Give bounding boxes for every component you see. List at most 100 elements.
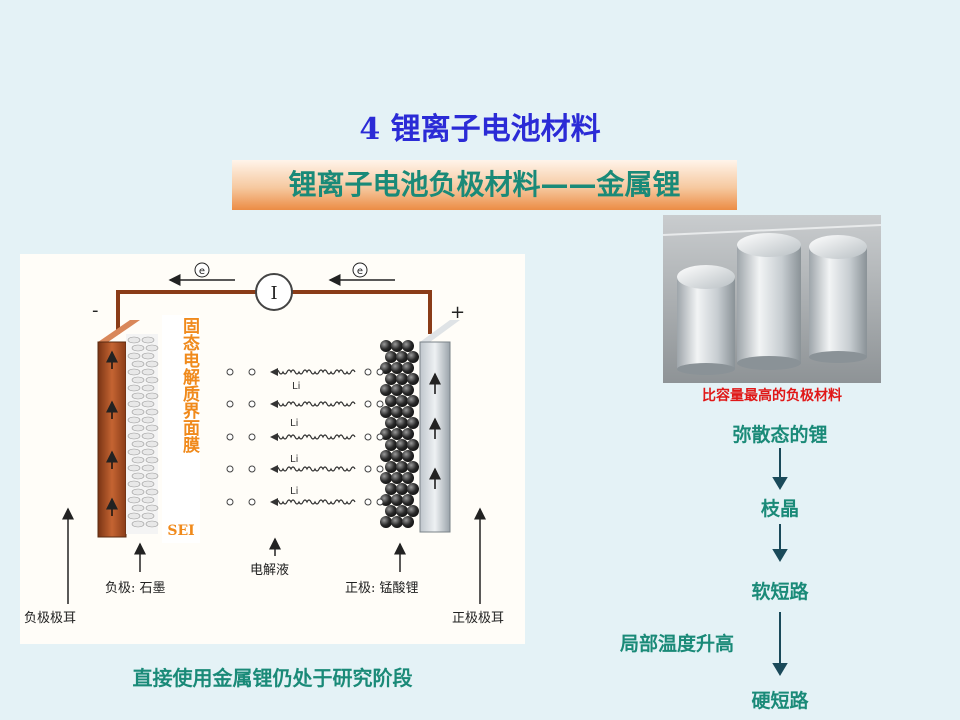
flow-arrows [772,448,788,676]
flow-step-3: 软短路 [751,581,809,603]
ion-dot [376,433,384,441]
cathode-particle [380,340,392,352]
cathode-particle [396,461,408,473]
cathode-particle [380,406,392,418]
ion-path [274,401,356,407]
ion-dot [376,400,384,408]
graphite-flake [131,360,145,368]
positive-sign: + [450,302,465,323]
sei-label-abbrev: SEI [167,523,195,539]
battery-diagram: I e e - + Li Li Li Li 电解液 负极: 石墨 正极: 锰酸锂 [20,254,525,644]
graphite-flake [141,432,155,440]
positive-tab-label: 正极极耳 [452,611,504,626]
cathode-particle [407,483,419,495]
graphite-flake [131,376,145,384]
cathode-particle [402,494,414,506]
cathode-particle [407,373,419,385]
slide-title: 4 锂离子电池材料 [359,112,601,147]
sei-label: 固态电解质界面膜 SEI [162,315,200,543]
cathode-particle [407,351,419,363]
ion-path [274,466,356,472]
graphite-flake [145,392,159,400]
graphite-flake [131,440,145,448]
lithium-ion-flow [226,368,384,506]
flow-step-2: 枝晶 [760,498,799,520]
cathode-particle [391,340,403,352]
ion-dot [248,498,256,506]
ion-dot [376,465,384,473]
ion-dot [248,368,256,376]
cathode-particle [385,483,397,495]
cathode-particle [385,439,397,451]
graphite-flake [127,432,141,440]
cathode-particle [407,461,419,473]
graphite-flake [131,344,145,352]
graphite-flake [141,368,155,376]
ion-dot [226,465,234,473]
ion-arrowhead [270,465,278,473]
ammeter [255,273,293,311]
cathode-particle [407,505,419,517]
cathode-particle [391,472,403,484]
wire-electron-left: e [199,266,205,277]
ion-dot [226,368,234,376]
graphite-flake [131,408,145,416]
cathode-particle [380,384,392,396]
ion-dot [376,368,384,376]
graphite-flake [145,376,159,384]
cathode-particle [396,483,408,495]
wire-electron-right: e [357,266,363,277]
graphite-flake [141,416,155,424]
cathode-particle [391,516,403,528]
cathode-particle [385,417,397,429]
graphite-flake [127,384,141,392]
graphite-flake [145,456,159,464]
negative-sign: - [92,300,99,321]
positive-current-collector [420,320,460,342]
ion-dot [364,465,372,473]
cathode-particle [402,472,414,484]
ion-dot [364,400,372,408]
cathode-particle [402,362,414,374]
ion-path [274,434,356,440]
cathode-particle [385,461,397,473]
graphite-flake [141,384,155,392]
bottom-caption: 直接使用金属锂仍处于研究阶段 [132,666,413,690]
cathode-particle [391,494,403,506]
ion-dot [248,465,256,473]
graphite-flake [145,472,159,480]
graphite-layer [126,334,159,534]
ion-arrowhead [270,498,278,506]
cathode-particle [402,406,414,418]
cathode-particle [396,373,408,385]
ion-arrowhead [270,433,278,441]
lithium-metal-photo [663,215,881,383]
cathode-particle [385,505,397,517]
cathode-particle [380,450,392,462]
graphite-flake [145,360,159,368]
cathode-particle [385,373,397,385]
flow-step-1: 弥散态的锂 [732,424,828,446]
cathode-particle [396,351,408,363]
negative-tab-label: 负极极耳 [24,611,76,626]
ion-dot [226,433,234,441]
cathode-particle [402,384,414,396]
ion-dot [248,400,256,408]
cathode-particle [402,340,414,352]
ion-path [274,369,356,375]
cathode-particle [385,395,397,407]
graphite-flake [131,504,145,512]
graphite-flake [131,520,145,528]
flow-side-note: 局部温度升高 [620,633,735,655]
cathode-particles [380,340,419,528]
graphite-flake [145,488,159,496]
graphite-flake [145,504,159,512]
graphite-flake [131,456,145,464]
cathode-particle [396,505,408,517]
graphite-flake [131,424,145,432]
graphite-flake [145,408,159,416]
slide-subtitle: 锂离子电池负极材料——金属锂 [232,160,737,210]
positive-electrode-label: 正极: 锰酸锂 [345,581,419,596]
cathode-particle [391,450,403,462]
cathode-particle [402,428,414,440]
